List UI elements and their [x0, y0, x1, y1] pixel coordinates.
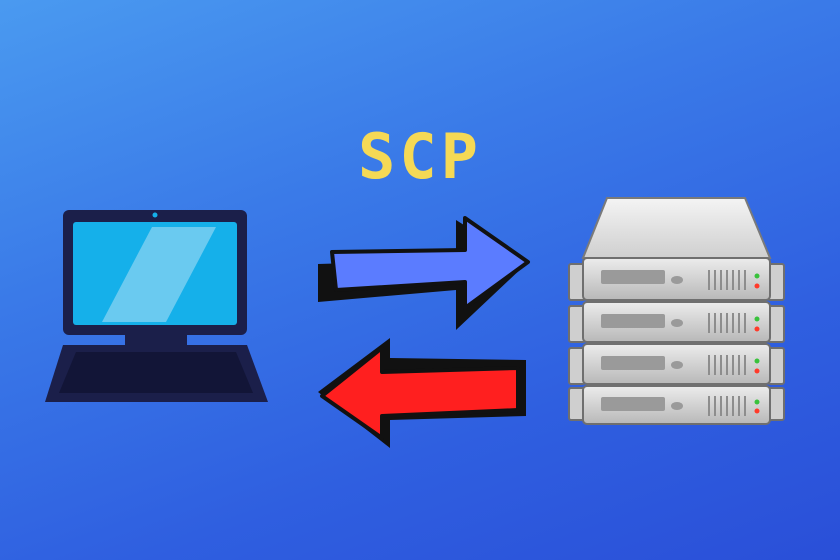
arrow-right-icon: [318, 216, 530, 330]
server-icon: [568, 197, 785, 425]
arrow-left-icon: [318, 338, 526, 448]
diagram-title: SCP: [358, 120, 482, 193]
laptop-icon: [45, 210, 268, 402]
